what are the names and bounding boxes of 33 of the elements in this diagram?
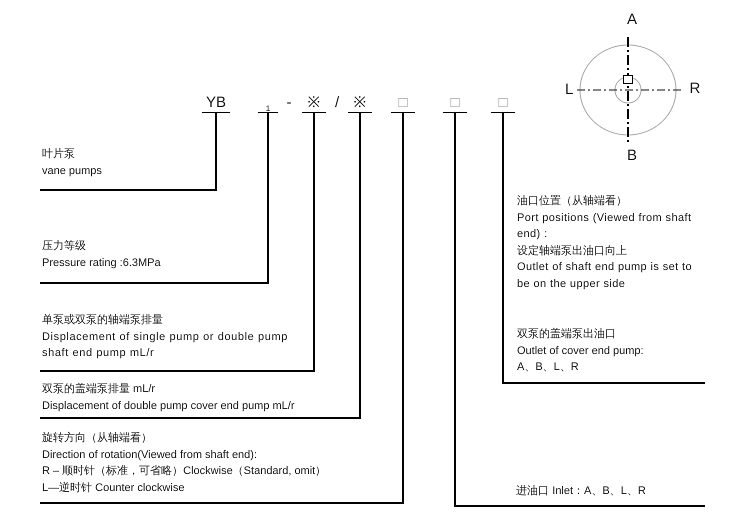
description-text: Displacement of double pump cover end pump mL/r [42, 398, 296, 414]
separator-sign: - [286, 94, 292, 112]
description-text: Outlet of cover end pump: [517, 344, 645, 358]
leader-line [40, 113, 404, 504]
description-text: R – 顺时针（标准，可省略）Clockwise（Standard, omit） [42, 464, 328, 479]
leader-line [40, 113, 269, 284]
description-text: A、B、L、R [517, 360, 580, 375]
leader-line [40, 113, 361, 419]
description-text: 双泵的盖端泵出油口 [517, 326, 617, 342]
leader-line [502, 113, 705, 384]
description-text: Direction of rotation(Viewed from shaft end): [42, 448, 258, 462]
leader-line [454, 113, 705, 507]
description-text: 进油口 Inlet：A、B、L、R [516, 484, 646, 499]
description-text: 双泵的盖端泵排量 mL/r [42, 382, 156, 397]
leader-line [40, 113, 217, 191]
description-text: Displacement of single pump or double pump shaft end pump mL/r [42, 330, 289, 361]
leader-line [40, 113, 315, 372]
description-text: Pressure rating :6.3MPa [42, 256, 162, 270]
separator-sign: / [335, 94, 340, 112]
port-letter: B [627, 147, 638, 165]
description-text: L—逆时针 Counter clockwise [42, 480, 186, 496]
description-text: vane pumps [42, 164, 103, 178]
description-text: 叶片泵 [42, 147, 76, 162]
description-text: 设定轴端泵出油口向上 [517, 244, 628, 258]
port-letter: R [690, 80, 700, 98]
port-letter: L [565, 81, 574, 99]
description-text: 单泵或双泵的轴端泵排量 [42, 313, 164, 328]
description-text: Outlet of shaft end pump is set to be on the upper side [517, 260, 694, 292]
description-text: Port positions (Viewed from shaft end) : [517, 210, 692, 242]
description-text: 压力等级 [42, 239, 87, 254]
port-letter: A [627, 11, 638, 29]
description-text: 油口位置（从轴端看） [517, 194, 628, 209]
description-text: 旋转方向（从轴端看） [42, 430, 153, 446]
